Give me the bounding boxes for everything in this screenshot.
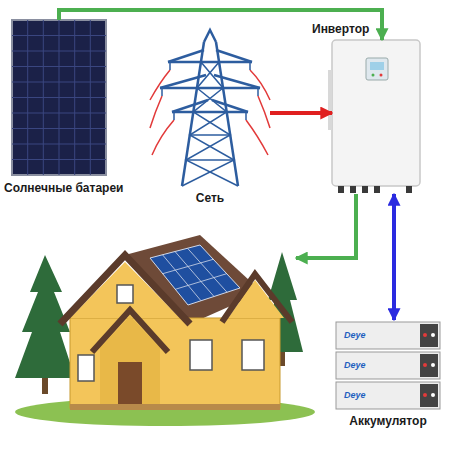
brand-logo: Deye: [344, 360, 366, 371]
inverter-node: Инвертор: [332, 40, 420, 186]
node-caption: Аккумулятор: [349, 414, 426, 428]
node-caption: Солнечные батареи: [4, 181, 123, 195]
power-tower: [150, 30, 270, 186]
house: [15, 235, 315, 426]
battery-stack: [336, 322, 440, 409]
grid-node: Сеть: [150, 38, 270, 186]
brand-logo: Deye: [344, 330, 366, 341]
flow-arrow: [392, 194, 396, 320]
supply-arrow: [296, 194, 356, 258]
node-caption: Сеть: [196, 191, 224, 205]
node-caption: Инвертор: [312, 22, 369, 36]
flow-arrow: [270, 111, 332, 115]
solar-panel: [12, 20, 106, 175]
flow-arrow: [59, 10, 382, 40]
brand-logo: Deye: [344, 390, 366, 401]
solar-panel-node: Солнечные батареи: [12, 20, 106, 175]
inverter-unit: [328, 40, 420, 193]
